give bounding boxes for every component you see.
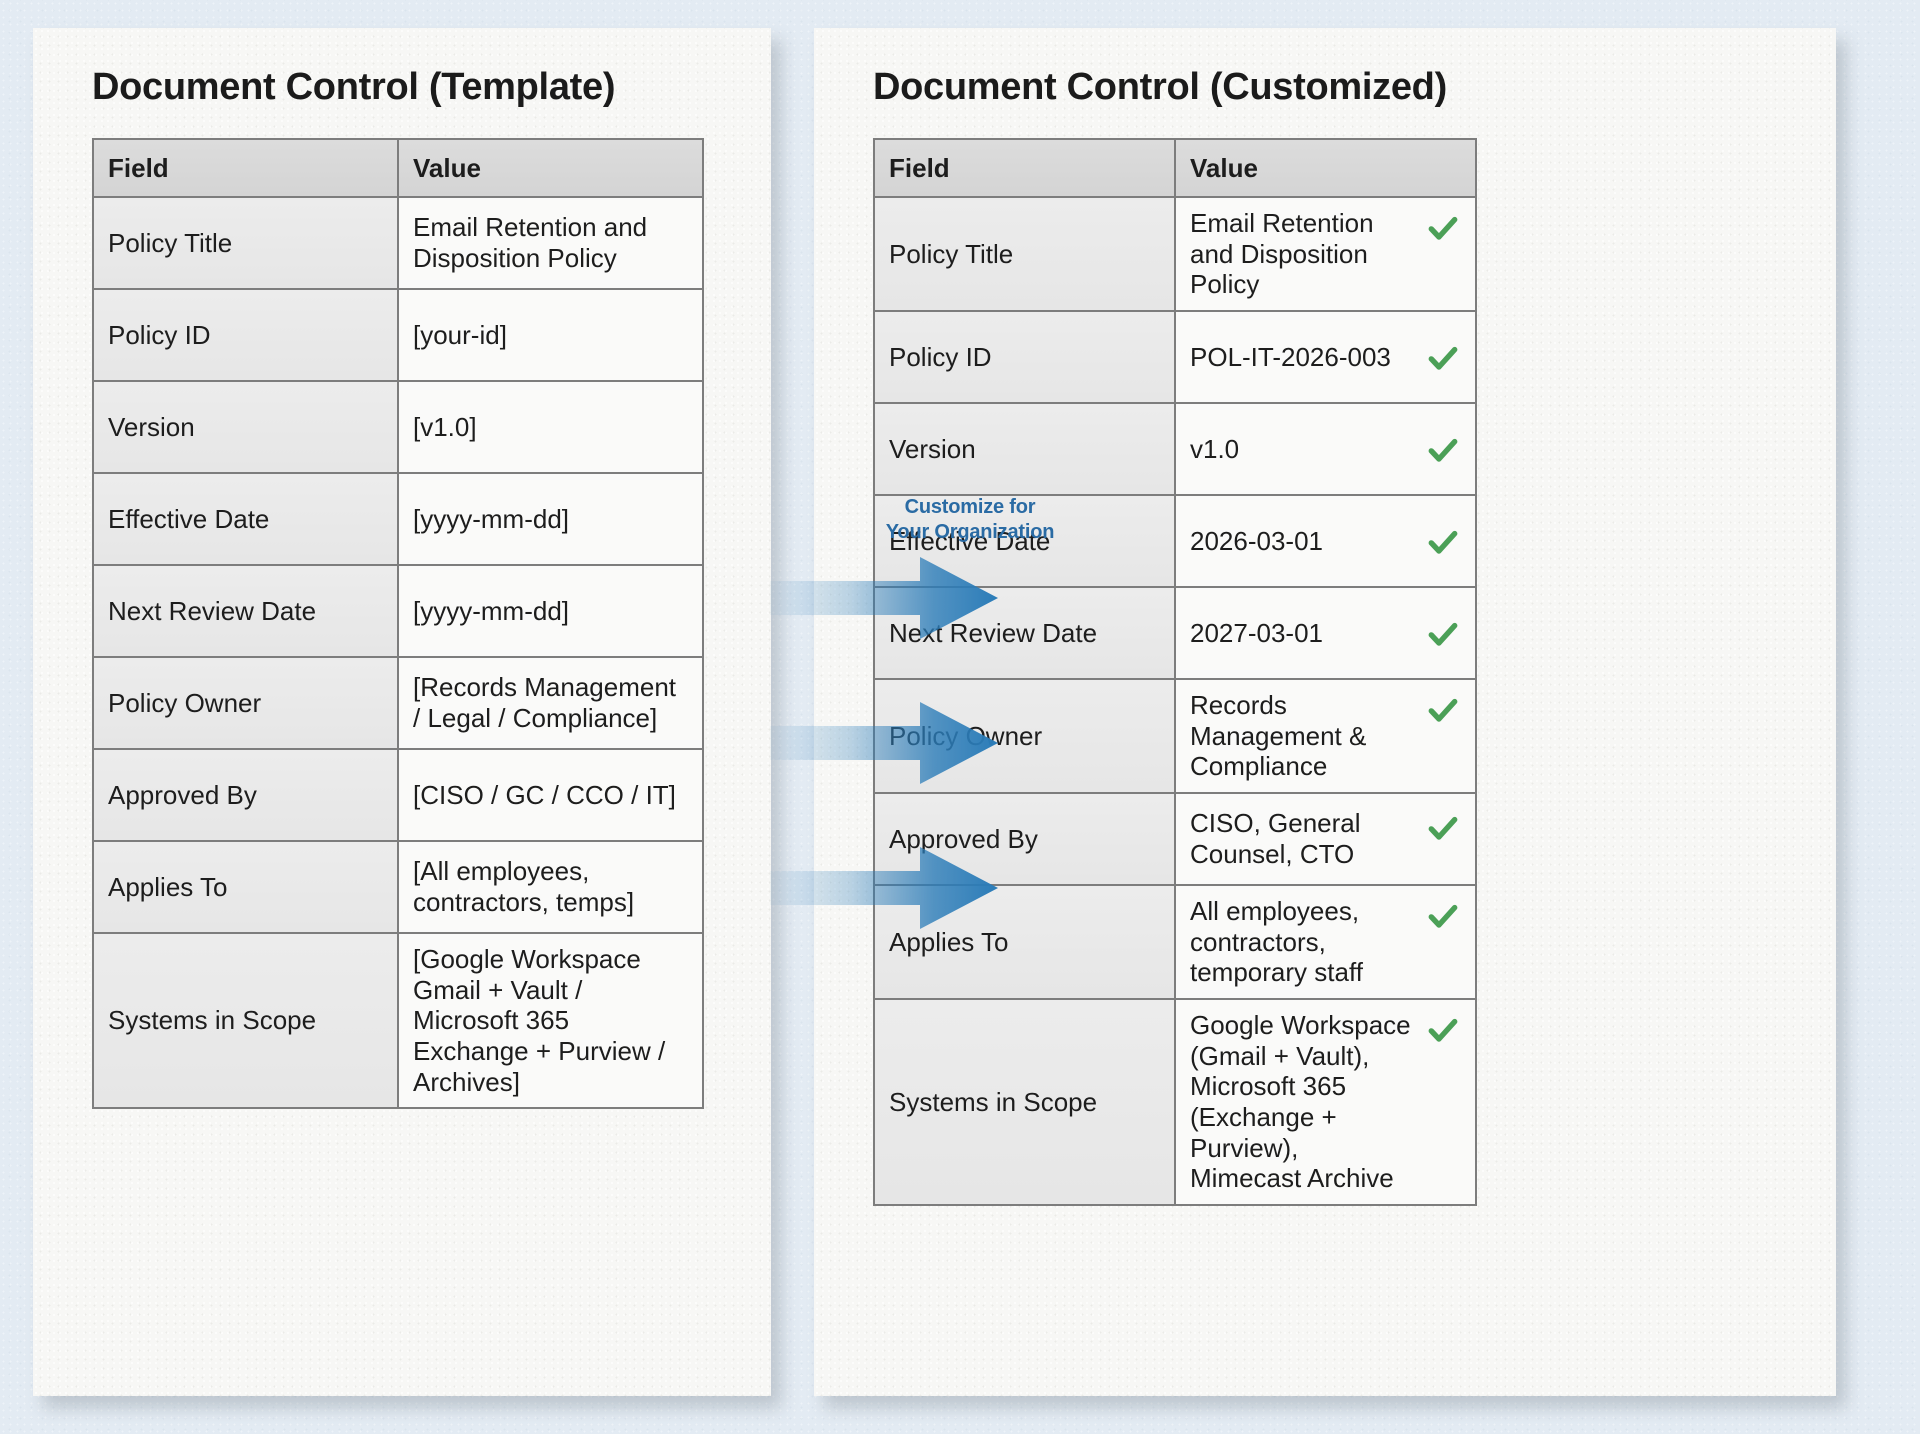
table-row: Approved By[CISO / GC / CCO / IT] (92, 748, 704, 842)
value-with-status: 2026-03-01 (1190, 522, 1461, 560)
field-label: Approved By (873, 792, 1176, 887)
field-value-cell: 2027-03-01 (1174, 586, 1477, 681)
table-row: Version[v1.0] (92, 380, 704, 474)
check-icon (1425, 898, 1461, 934)
field-value-cell: Records Management & Compliance (1174, 678, 1477, 795)
column-header-field: Field (92, 138, 399, 198)
check-icon (1425, 692, 1461, 728)
placeholder-value: [Google Workspace Gmail + Vault / Micros… (397, 931, 704, 1110)
placeholder-value: [yyyy-mm-dd] (397, 472, 704, 566)
column-header-value: Value (397, 138, 704, 198)
field-label: Effective Date (873, 494, 1176, 589)
field-label: Version (873, 402, 1176, 497)
field-label: Effective Date (92, 472, 399, 566)
table-row: Effective Date 2026-03-01 (873, 494, 1477, 589)
field-value: v1.0 (1190, 433, 1240, 464)
table-row: Policy Owner[Records Management / Legal … (92, 656, 704, 750)
field-label: Policy Owner (873, 678, 1176, 795)
check-icon (1425, 432, 1461, 468)
field-label: Policy ID (873, 310, 1176, 405)
field-value: 2027-03-01 (1190, 617, 1323, 648)
check-icon (1425, 340, 1461, 376)
check-icon (1425, 210, 1461, 246)
field-value-cell: CISO, General Counsel, CTO (1174, 792, 1477, 887)
column-header-value: Value (1174, 138, 1477, 198)
table-row: Next Review Date[yyyy-mm-dd] (92, 564, 704, 658)
value-with-status: Records Management & Compliance (1190, 690, 1461, 782)
placeholder-value: [your-id] (397, 288, 704, 382)
table-header-row: Field Value (873, 138, 1477, 198)
field-value-cell: All employees, contractors, temporary st… (1174, 884, 1477, 1001)
placeholder-value: [Records Management / Legal / Compliance… (397, 656, 704, 750)
field-label: Version (92, 380, 399, 474)
field-value: Google Workspace (Gmail + Vault), Micros… (1190, 1010, 1411, 1194)
field-value-cell: v1.0 (1174, 402, 1477, 497)
value-with-status: v1.0 (1190, 430, 1461, 468)
placeholder-value: [CISO / GC / CCO / IT] (397, 748, 704, 842)
field-value: Email Retention and Disposition Policy (397, 196, 704, 290)
table-row: Policy ID POL-IT-2026-003 (873, 310, 1477, 405)
field-label: Applies To (92, 840, 399, 934)
field-label: Applies To (873, 884, 1176, 1001)
field-label: Policy Owner (92, 656, 399, 750)
column-header-field: Field (873, 138, 1176, 198)
field-value-cell: 2026-03-01 (1174, 494, 1477, 589)
value-with-status: POL-IT-2026-003 (1190, 338, 1461, 376)
field-label: Policy Title (873, 195, 1176, 313)
field-value-cell: Email Retention and Disposition Policy (1174, 195, 1477, 313)
value-with-status: Email Retention and Disposition Policy (1190, 208, 1461, 300)
table-row: Policy ID[your-id] (92, 288, 704, 382)
value-with-status: Google Workspace (Gmail + Vault), Micros… (1190, 1010, 1461, 1194)
field-label: Systems in Scope (92, 931, 399, 1110)
field-label: Next Review Date (873, 586, 1176, 681)
value-with-status: CISO, General Counsel, CTO (1190, 808, 1461, 869)
field-value: All employees, contractors, temporary st… (1190, 896, 1363, 988)
table-header-row: Field Value (92, 138, 704, 198)
field-label: Policy Title (92, 196, 399, 290)
customized-card-title: Document Control (Customized) (873, 66, 1447, 108)
field-value: CISO, General Counsel, CTO (1190, 808, 1361, 870)
field-label: Systems in Scope (873, 998, 1176, 1207)
check-icon (1425, 524, 1461, 560)
check-icon (1425, 810, 1461, 846)
table-row: Applies To[All employees, contractors, t… (92, 840, 704, 934)
check-icon (1425, 1012, 1461, 1048)
field-value: 2026-03-01 (1190, 525, 1323, 556)
table-row: Next Review Date 2027-03-01 (873, 586, 1477, 681)
field-value: POL-IT-2026-003 (1190, 341, 1391, 372)
field-label: Approved By (92, 748, 399, 842)
placeholder-value: [All employees, contractors, temps] (397, 840, 704, 934)
field-label: Policy ID (92, 288, 399, 382)
field-label: Next Review Date (92, 564, 399, 658)
check-icon (1425, 616, 1461, 652)
table-row: Version v1.0 (873, 402, 1477, 497)
placeholder-value: [v1.0] (397, 380, 704, 474)
field-value-cell: POL-IT-2026-003 (1174, 310, 1477, 405)
table-row: Systems in Scope[Google Workspace Gmail … (92, 931, 704, 1110)
field-value: Email Retention and Disposition Policy (1190, 208, 1374, 300)
field-value: Records Management & Compliance (1190, 690, 1367, 782)
value-with-status: All employees, contractors, temporary st… (1190, 896, 1461, 988)
template-card-title: Document Control (Template) (92, 66, 616, 108)
field-value-cell: Google Workspace (Gmail + Vault), Micros… (1174, 998, 1477, 1207)
placeholder-value: [yyyy-mm-dd] (397, 564, 704, 658)
table-row: Effective Date[yyyy-mm-dd] (92, 472, 704, 566)
value-with-status: 2027-03-01 (1190, 614, 1461, 652)
